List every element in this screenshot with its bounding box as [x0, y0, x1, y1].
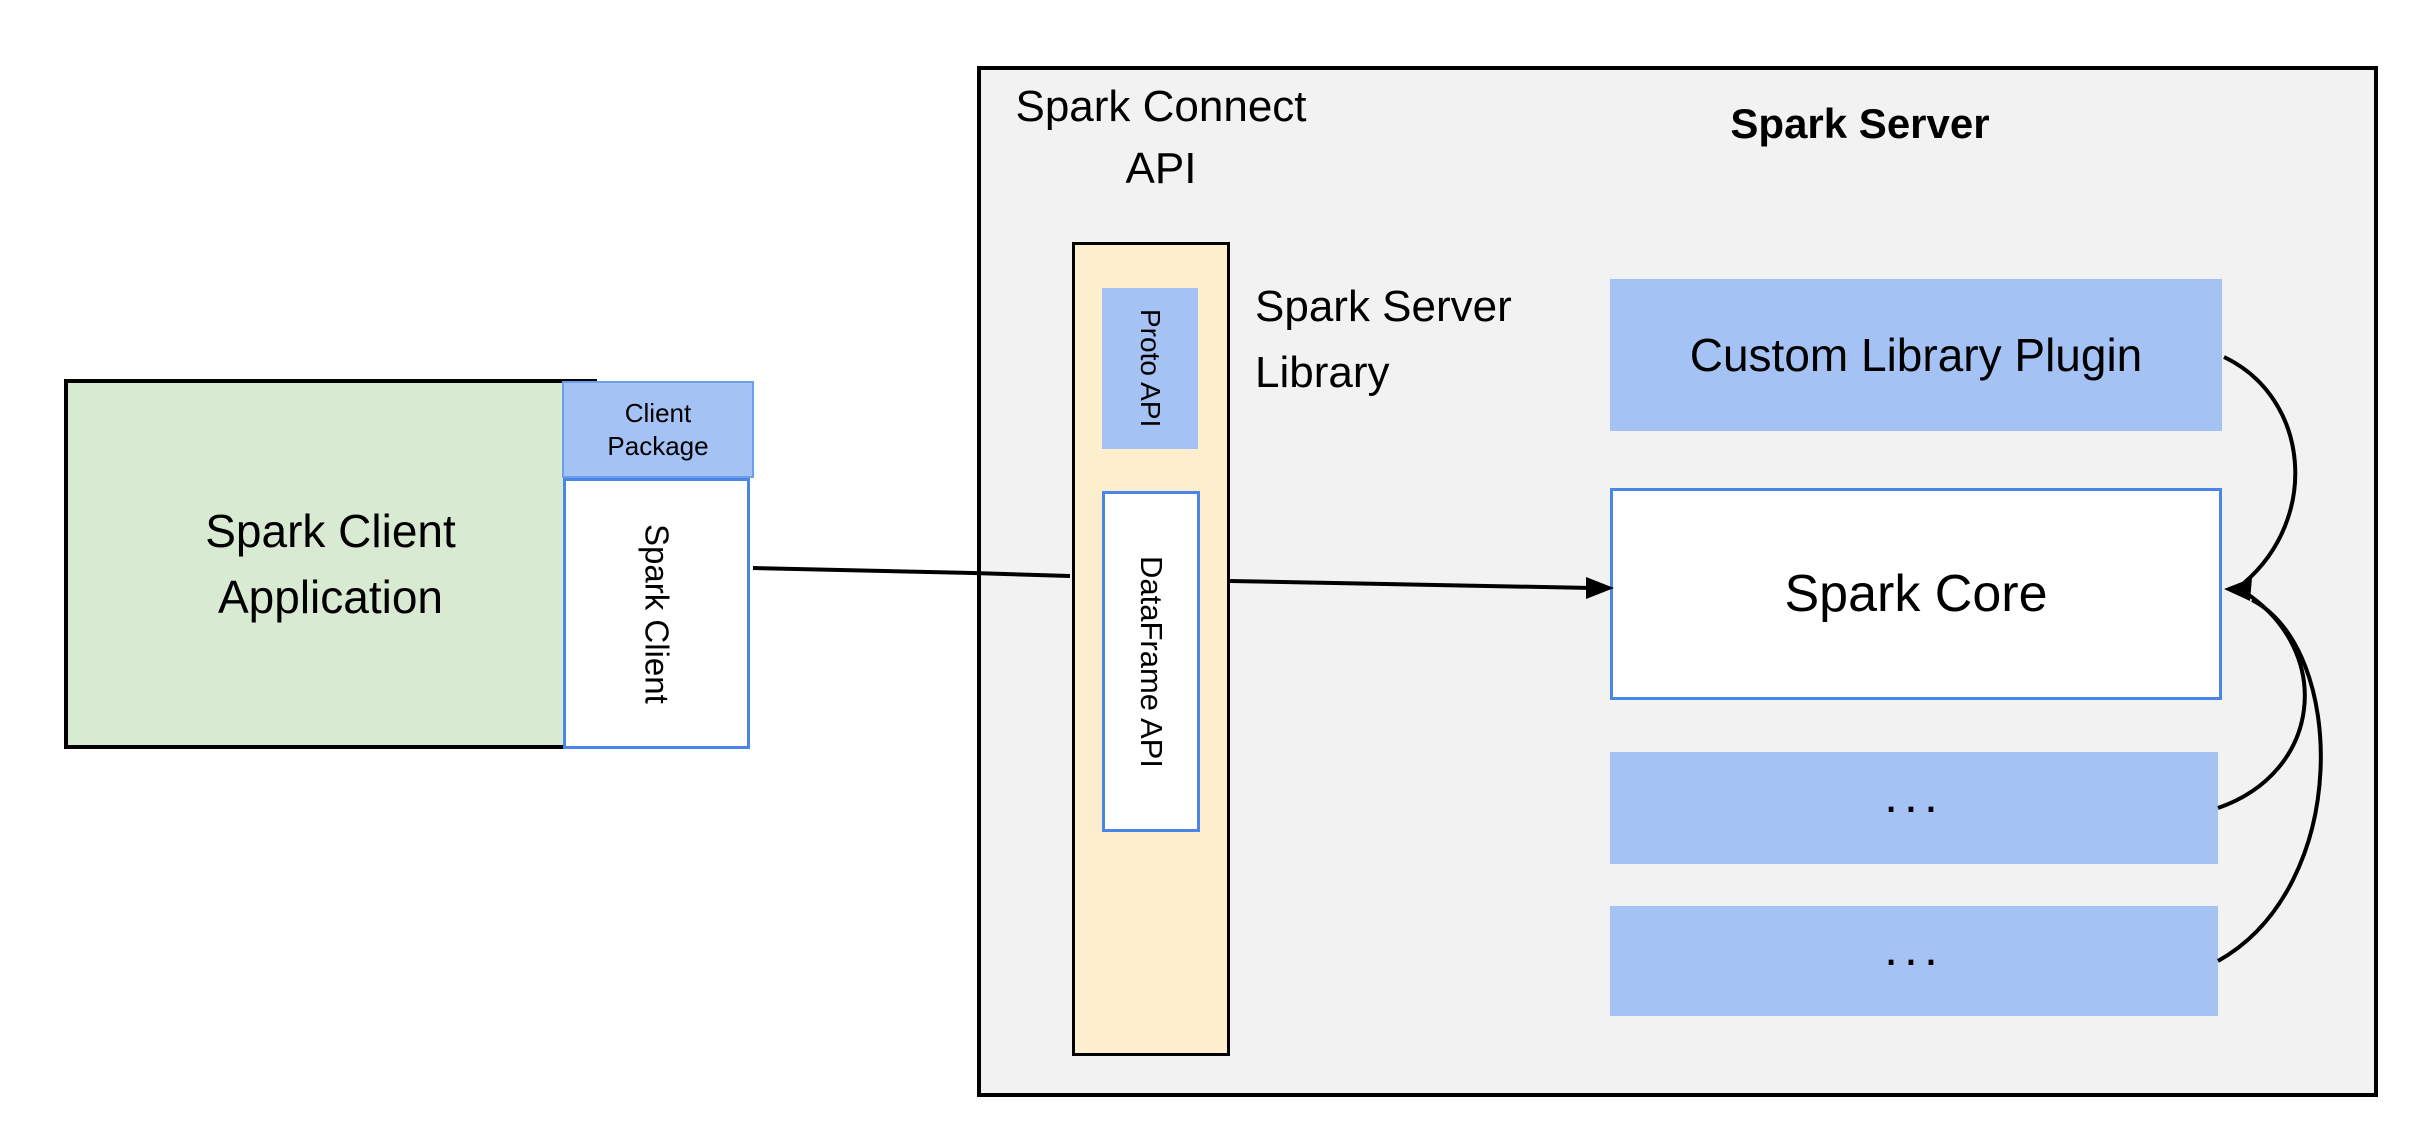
extension-box-2-label: ...	[1884, 920, 1944, 976]
extension-box-1: ...	[1610, 752, 2218, 864]
custom-library-plugin-box: Custom Library Plugin	[1610, 279, 2222, 431]
custom-library-plugin-label: Custom Library Plugin	[1689, 329, 2143, 381]
spark-server-library-label: Spark Server Library	[1255, 282, 1512, 397]
client-package-box: Client Package	[562, 381, 754, 478]
dataframe-api-label: DataFrame API	[1134, 555, 1169, 768]
extension-box-2: ...	[1610, 906, 2218, 1016]
spark-connect-api-label: Spark Connect API	[1015, 82, 1307, 193]
spark-client-application-box: Spark Client Application	[64, 379, 597, 749]
proto-api-label: Proto API	[1135, 309, 1166, 428]
extension-box-1-label: ...	[1884, 767, 1944, 823]
spark-server-title: Spark Server	[1730, 100, 1990, 147]
spark-client-label: Spark Client	[638, 523, 676, 704]
spark-core-label: Spark Core	[1784, 565, 2048, 623]
spark-core-box: Spark Core	[1610, 488, 2222, 700]
spark-client-application-label: Spark Client Application	[205, 505, 456, 623]
client-package-label: Client Package	[607, 397, 709, 461]
dataframe-api-box: DataFrame API	[1102, 491, 1200, 832]
proto-api-box: Proto API	[1102, 288, 1198, 449]
spark-client-box: Spark Client	[563, 478, 750, 749]
